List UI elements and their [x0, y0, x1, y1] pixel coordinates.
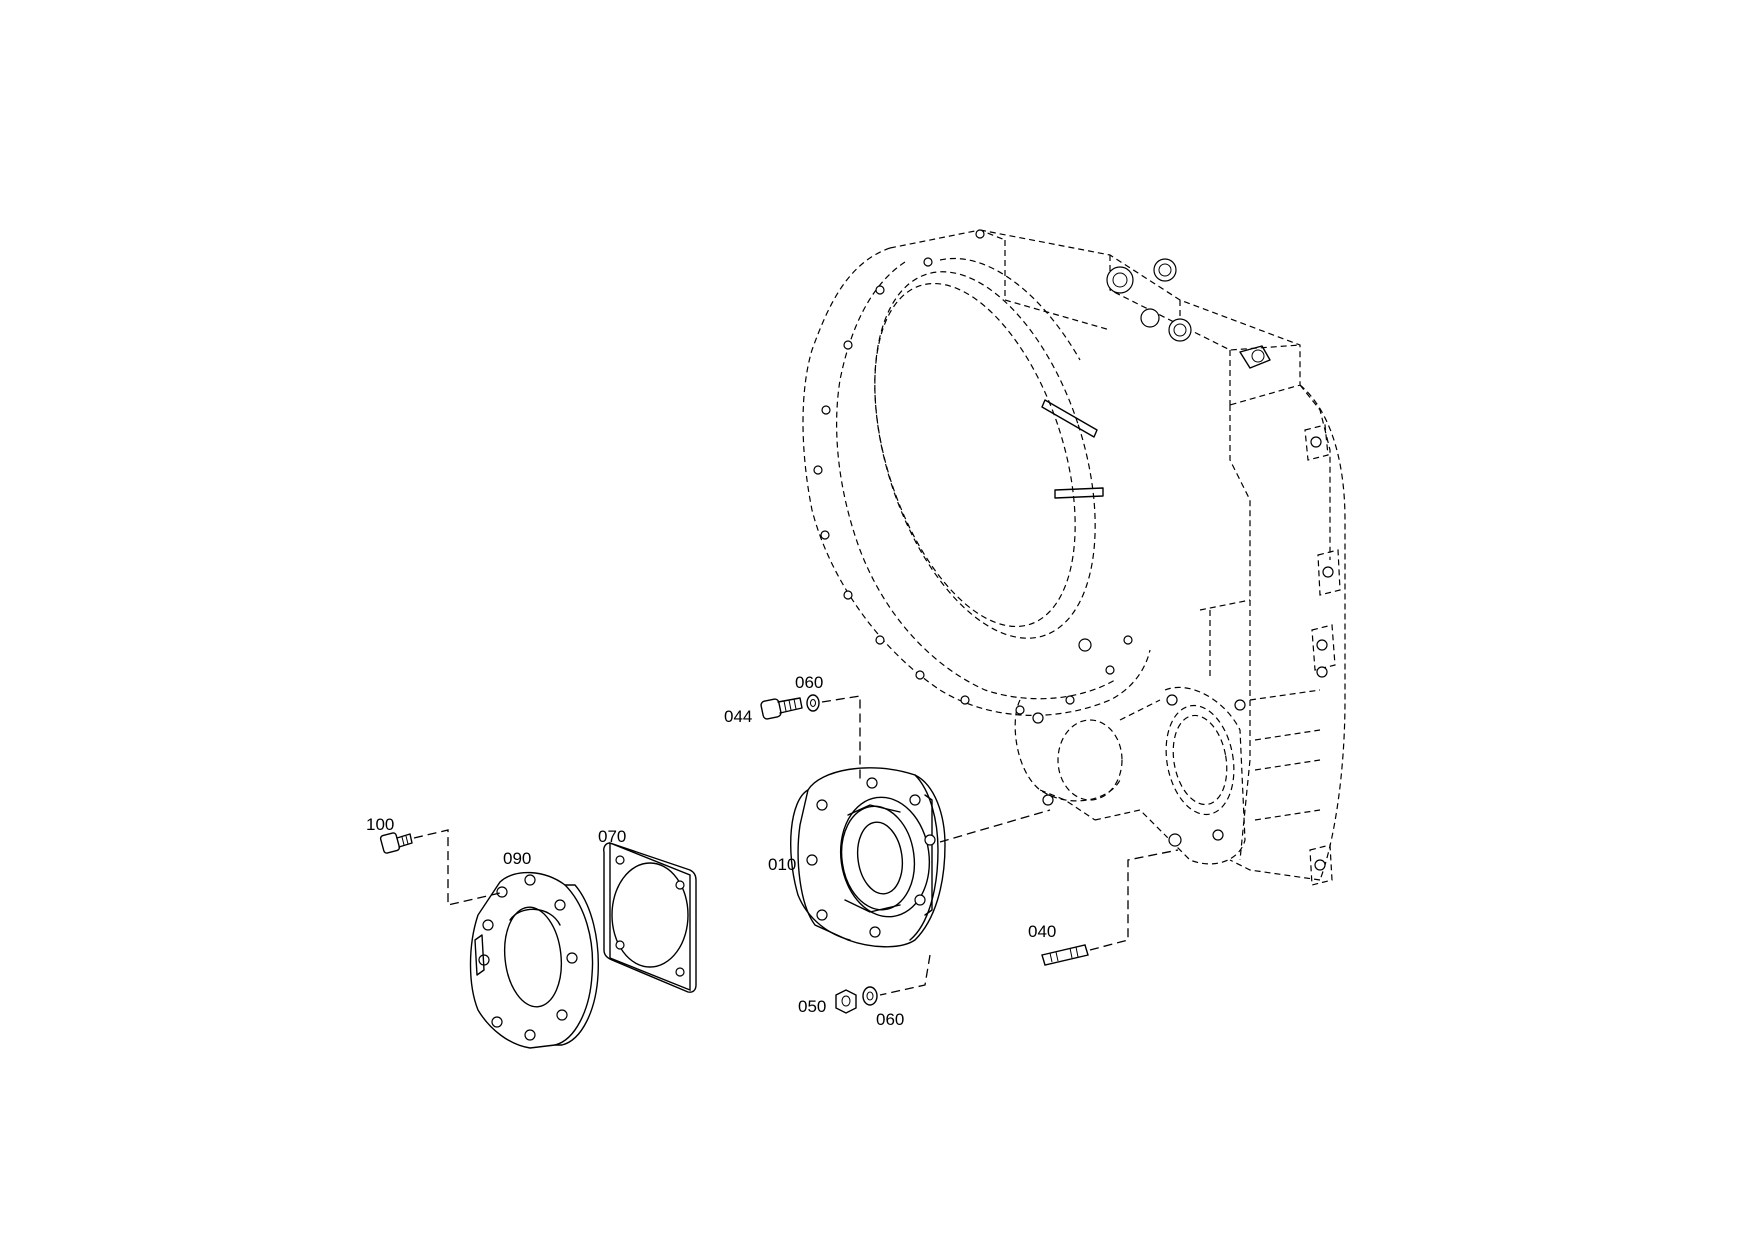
callout-100: 100 [366, 815, 394, 834]
callout-040: 040 [1028, 922, 1056, 941]
housing [802, 229, 1346, 886]
part-044-screw [760, 697, 803, 720]
part-010-cover [790, 767, 946, 948]
callout-060-top: 060 [795, 673, 823, 692]
part-040-stud [1041, 944, 1089, 966]
part-060-washer-top [806, 694, 820, 712]
callout-070: 070 [598, 827, 626, 846]
callout-044: 044 [724, 707, 752, 726]
callout-050: 050 [798, 997, 826, 1016]
callout-010: 010 [768, 855, 796, 874]
callout-060-bottom: 060 [876, 1010, 904, 1029]
part-100-screw [379, 832, 413, 854]
part-090-flange [469, 871, 600, 1049]
assembly-leader-lines [413, 695, 1179, 996]
callout-090: 090 [503, 849, 531, 868]
part-050-nut [835, 989, 857, 1014]
part-070-gasket [603, 841, 697, 993]
part-060-washer-bottom [862, 986, 878, 1006]
